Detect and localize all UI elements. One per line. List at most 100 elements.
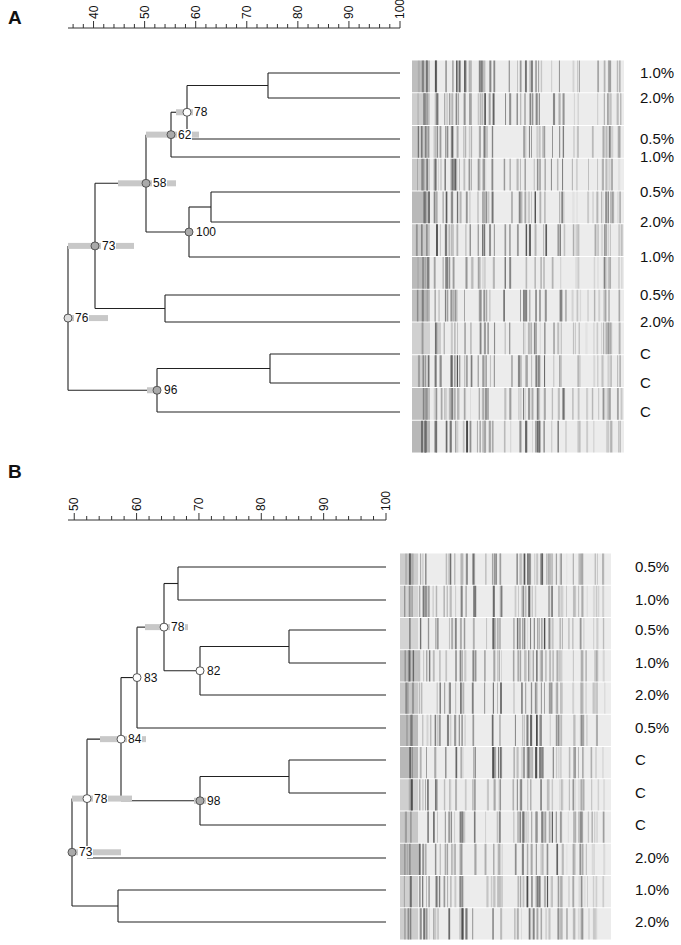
gel-band — [445, 844, 447, 875]
gel-band — [492, 126, 493, 158]
bootstrap-value: 58 — [152, 177, 167, 189]
gel-band — [605, 126, 607, 158]
tree-branch — [157, 368, 270, 369]
gel-band — [423, 586, 425, 617]
gel-band — [603, 388, 605, 420]
gel-band — [435, 618, 437, 649]
gel-band — [603, 779, 605, 810]
gel-band — [500, 586, 502, 617]
gel-band — [620, 93, 621, 125]
gel-band — [539, 93, 540, 125]
gel-band — [612, 126, 614, 158]
gel-band — [492, 715, 494, 746]
gel-band — [470, 224, 471, 256]
gel-band — [451, 388, 453, 420]
tree-branch — [289, 792, 386, 793]
gel-band — [541, 618, 542, 649]
gel-band — [598, 290, 600, 322]
axis-tick — [261, 513, 262, 520]
gel-band — [484, 650, 486, 681]
gel-band — [587, 192, 589, 224]
gel-band — [586, 844, 587, 875]
gel-band — [618, 126, 620, 158]
gel-band — [460, 844, 462, 875]
gel-band — [537, 159, 539, 191]
gel-band — [588, 908, 589, 939]
gel-band — [433, 388, 435, 420]
gel-band — [581, 618, 582, 649]
gel-band — [574, 779, 576, 810]
gel-band — [435, 388, 437, 420]
gel-band — [542, 554, 543, 585]
gel-band — [577, 257, 579, 289]
gel-band — [566, 586, 568, 617]
gel-band — [580, 844, 581, 875]
gel-band — [400, 554, 418, 585]
node-dot — [167, 131, 175, 139]
gel-band — [461, 554, 463, 585]
gel-band — [610, 421, 612, 453]
gel-band — [539, 618, 541, 649]
gel-band — [455, 747, 457, 778]
gel-band — [557, 715, 559, 746]
gel-band — [446, 290, 448, 322]
gel-band — [586, 388, 588, 420]
gel-band — [525, 421, 527, 453]
gel-band — [464, 323, 466, 355]
gel-band — [524, 388, 526, 420]
gel-band — [451, 192, 453, 224]
gel-band — [461, 876, 463, 907]
gel-band — [464, 93, 466, 125]
gel-band — [529, 224, 531, 256]
gel-band — [497, 683, 499, 714]
axis-tick — [185, 24, 186, 28]
gel-band — [493, 618, 494, 649]
axis-tick-label: 100 — [380, 491, 392, 511]
gel-band — [580, 812, 581, 843]
gel-band — [609, 355, 611, 387]
gel-band — [552, 126, 554, 158]
gel-band — [483, 421, 485, 453]
gel-band — [593, 876, 594, 907]
gel-band — [602, 159, 604, 191]
panel-letter: B — [8, 462, 22, 481]
gel-band — [493, 844, 494, 875]
gel-lane — [412, 388, 624, 420]
gel-band — [505, 93, 507, 125]
gel-band — [572, 876, 574, 907]
gel-band — [552, 812, 553, 843]
lane-label: 1.0% — [640, 249, 674, 264]
gel-band — [452, 192, 454, 224]
gel-band — [494, 779, 496, 810]
gel-band — [579, 715, 581, 746]
gel-band — [412, 388, 430, 420]
gel-band — [460, 554, 461, 585]
gel-band — [486, 876, 488, 907]
gel-band — [568, 876, 570, 907]
gel-band — [592, 844, 594, 875]
gel-band — [423, 908, 425, 939]
gel-band — [426, 747, 428, 778]
gel-band — [455, 618, 457, 649]
gel-band — [528, 650, 529, 681]
gel-band — [488, 192, 489, 224]
gel-band — [465, 908, 467, 939]
gel-band — [609, 323, 611, 355]
gel-band — [464, 93, 466, 125]
axis-tick — [286, 516, 287, 520]
gel-band — [492, 618, 494, 649]
gel-band — [619, 192, 621, 224]
gel-band — [455, 683, 456, 714]
gel-band — [412, 355, 430, 387]
gel-band — [400, 586, 418, 617]
gel-lane — [412, 61, 624, 93]
gel-band — [472, 554, 474, 585]
gel-band — [542, 844, 544, 875]
gel-band — [552, 876, 553, 907]
gel-band — [577, 93, 579, 125]
gel-band — [445, 747, 447, 778]
gel-band — [489, 93, 491, 125]
gel-band — [610, 126, 612, 158]
gel-band — [500, 876, 501, 907]
gel-band — [609, 93, 611, 125]
